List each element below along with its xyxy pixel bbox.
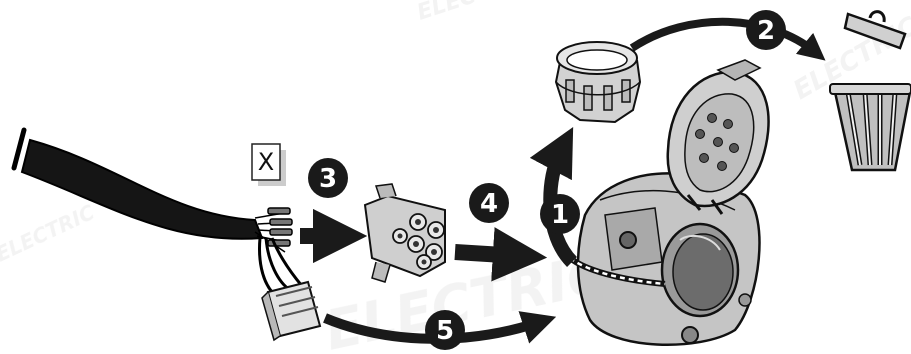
socket-lid xyxy=(666,59,770,215)
step-badge-5: 5 xyxy=(425,310,465,350)
plug-connector xyxy=(261,280,322,342)
trash-bin-icon xyxy=(829,10,911,172)
step-number-5: 5 xyxy=(436,316,454,346)
x-label: X xyxy=(258,148,274,176)
connector-block xyxy=(363,183,446,283)
x-marker-box: X xyxy=(251,143,286,186)
adapter-ring xyxy=(554,41,642,124)
step-number-4: 4 xyxy=(480,189,498,219)
watermark-text-1: ELECTRIC xyxy=(414,0,533,26)
cable xyxy=(11,127,304,293)
arrow-step-2 xyxy=(629,17,826,61)
step-badge-4: 4 xyxy=(469,183,509,223)
step-number-2: 2 xyxy=(757,16,775,46)
step-badge-3: 3 xyxy=(308,158,348,198)
socket-housing xyxy=(568,172,761,346)
watermark-text-2: ELECTRIC xyxy=(0,200,98,267)
step-badge-1: 1 xyxy=(540,194,580,234)
step-number-1: 1 xyxy=(551,200,569,230)
step-number-3: 3 xyxy=(319,164,337,194)
step-badge-2: 2 xyxy=(746,10,786,50)
arrow-step-4 xyxy=(454,227,548,282)
